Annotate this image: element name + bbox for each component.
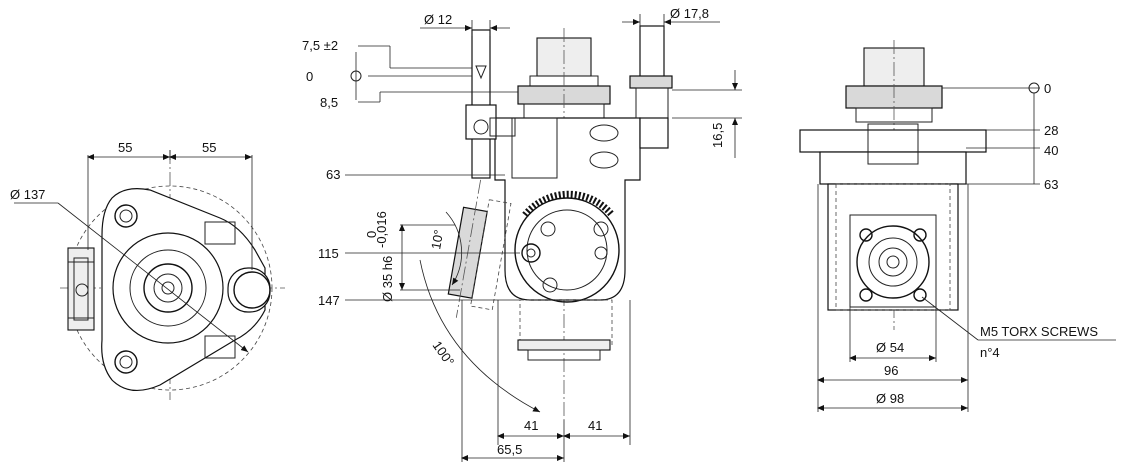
side-tube [204,221,271,359]
left-rod-assembly [465,29,516,179]
dim-right-0: 0 [1044,81,1051,96]
housing [827,183,959,311]
dim-diameter-54: Ø 54 [876,340,904,355]
dim-right-55: 55 [202,140,216,155]
dim-diameter-17-8: Ø 17,8 [670,6,709,21]
note-torx-screws: M5 TORX SCREWS [980,324,1098,339]
middle-view: 7,5 ±2 0 8,5 Ø 12 Ø 17,8 16,5 63 115 147… [302,6,742,462]
dim-tol-lower: -0,016 [374,211,389,248]
note-screw-count: n°4 [980,345,1000,360]
torx-screw-3 [859,288,873,302]
dim-zero: 0 [306,69,313,84]
torx-screw-2 [913,228,927,242]
tilted-shaft [447,179,512,318]
dim-diameter-98: Ø 98 [876,391,904,406]
torx-screw-1 [859,228,873,242]
dim-115: 115 [318,246,339,261]
dim-angle-10: 10° [428,229,446,251]
dim-right-40: 40 [1044,143,1058,158]
dim-left-55: 55 [118,140,132,155]
dim-right-28: 28 [1044,123,1058,138]
dim-diameter-12: Ø 12 [424,12,452,27]
dim-65-5: 65,5 [497,442,522,457]
bolt-hole-top [114,204,138,228]
dim-41-left: 41 [524,418,538,433]
dim-tol-upper: 0 [364,231,379,238]
main-body [494,117,641,301]
graduated-dial [514,190,620,303]
dim-16-5: 16,5 [710,123,725,148]
dim-right-63: 63 [1044,177,1058,192]
right-view: 0 28 40 63 Ø 54 96 Ø 98 M5 TORX SCREWS n… [799,40,1116,412]
dim-41-right: 41 [588,418,602,433]
right-rod-assembly [629,25,673,149]
dim-96: 96 [884,363,898,378]
left-clamp-block [67,247,95,331]
dim-diameter-137: Ø 137 [10,187,45,202]
dim-angle-100: 100° [430,338,458,369]
torx-screw-4 [913,288,927,302]
dim-8-5: 8,5 [320,95,338,110]
dim-7-5: 7,5 ±2 [302,38,338,53]
dim-shaft-35-h6: Ø 35 h6 [380,256,395,302]
dim-63: 63 [326,167,340,182]
dim-147: 147 [318,293,340,308]
left-view: 55 55 Ø 137 [10,140,285,400]
bolt-hole-bottom [114,350,138,374]
output-flange [856,225,930,302]
